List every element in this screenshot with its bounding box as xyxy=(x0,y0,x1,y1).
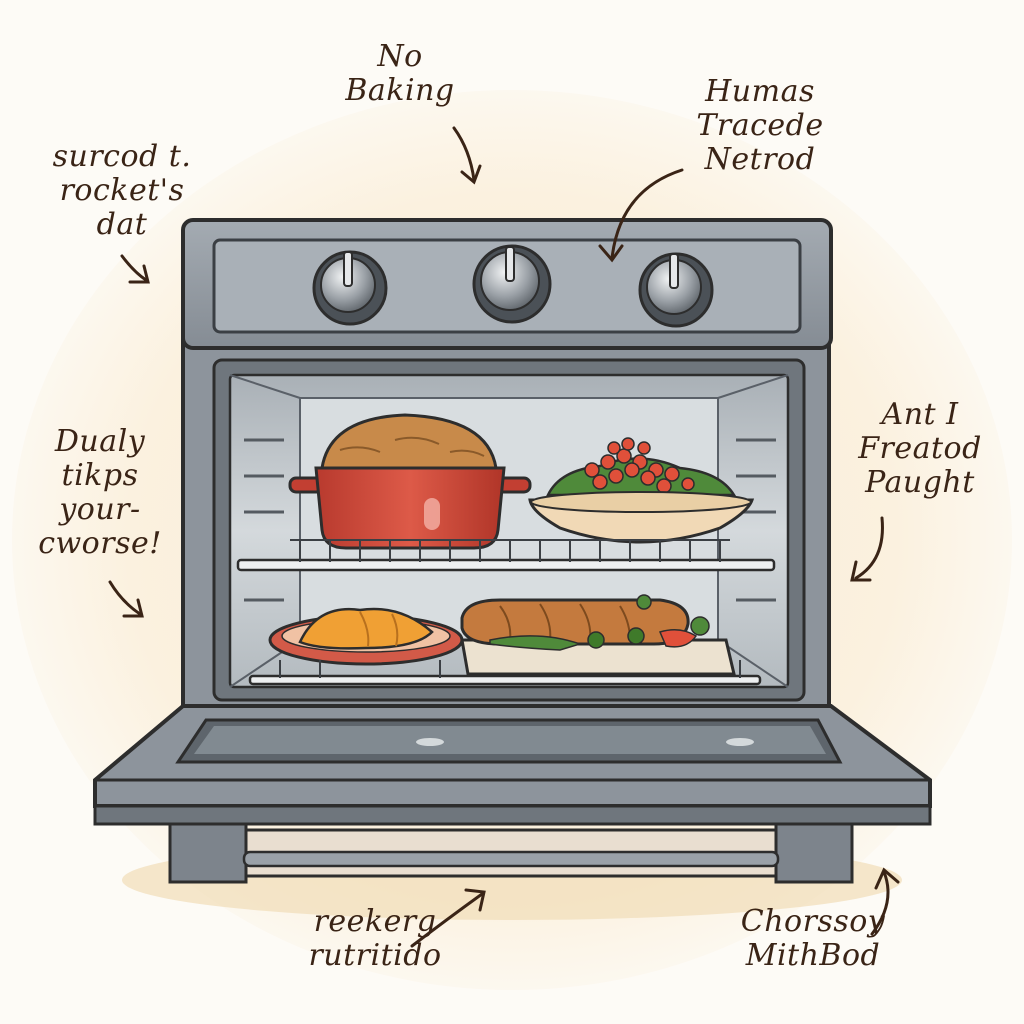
salad-bowl xyxy=(528,437,755,544)
knob-center-icon[interactable] xyxy=(472,244,552,324)
oven-leg-right xyxy=(774,820,854,884)
arrow-icon xyxy=(108,126,900,948)
rack-rails-right xyxy=(736,438,776,602)
rack-rails-left xyxy=(244,438,284,602)
oven-rack-upper xyxy=(236,539,776,572)
knob-left-icon[interactable] xyxy=(312,250,388,326)
oven-leg-left xyxy=(168,820,248,884)
dutch-oven-bread xyxy=(288,413,532,550)
plate-bread-rolls xyxy=(268,607,464,666)
oven-door-open[interactable] xyxy=(93,704,932,826)
knob-right-icon[interactable] xyxy=(638,252,714,328)
drawer-handle xyxy=(242,850,780,868)
oven-rack-lower xyxy=(248,660,762,686)
board-baguette xyxy=(460,594,736,676)
